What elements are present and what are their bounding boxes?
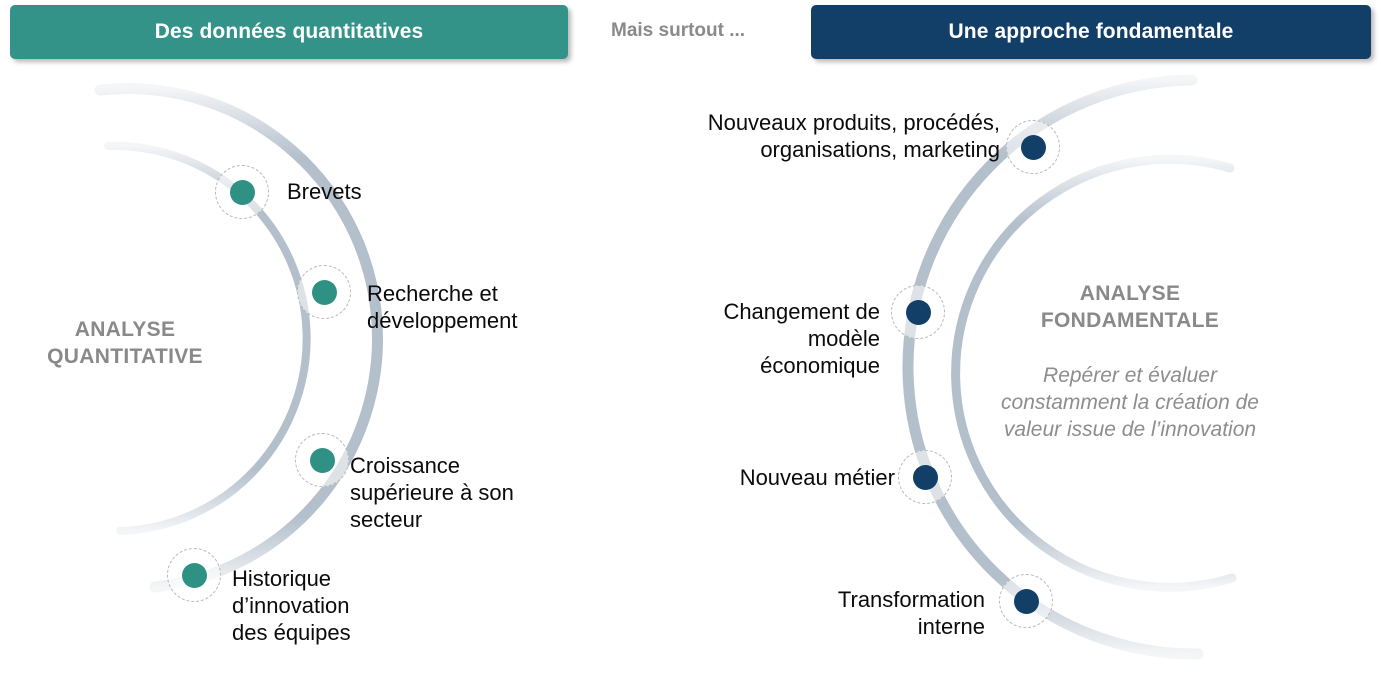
quantitative-node-4-label: Historique d’innovation des équipes: [232, 566, 351, 645]
quantitative-node-1[interactable]: [215, 165, 269, 219]
fundamental-node-1-label: Nouveaux produits, procédés, organisatio…: [707, 110, 1000, 162]
quantitative-center-title: ANALYSE QUANTITATIVE: [47, 318, 203, 368]
quantitative-inner-arc: [104, 141, 311, 535]
diagram-quantitative: ANALYSE QUANTITATIVE Brevets Recherche e…: [0, 68, 600, 678]
fundamental-center-title: ANALYSE FONDAMENTALE: [1040, 282, 1220, 332]
banner-fundamental[interactable]: Une approche fondamentale: [811, 5, 1371, 59]
fundamental-inner-arc: [951, 154, 1237, 592]
fundamental-node-3-label: Nouveau métier: [739, 465, 895, 490]
quantitative-node-1-label: Brevets: [287, 179, 362, 204]
fundamental-node-1[interactable]: [1006, 120, 1060, 174]
fundamental-outer-arc: [902, 74, 1204, 660]
fundamental-node-4[interactable]: [999, 574, 1053, 628]
fundamental-node-3[interactable]: [898, 450, 952, 504]
banner-quantitative-label: Des données quantitatives: [154, 20, 424, 43]
fundamental-arcs: [902, 74, 1237, 660]
fundamental-node-2[interactable]: [891, 285, 945, 339]
quantitative-arcs: [94, 82, 384, 593]
banner-quantitative[interactable]: Des données quantitatives: [10, 5, 568, 59]
connector-label: Mais surtout ...: [611, 20, 746, 41]
quantitative-node-3-label: Croissance supérieure à son secteur: [350, 453, 514, 532]
quantitative-node-3[interactable]: [295, 433, 349, 487]
banner-fundamental-label: Une approche fondamentale: [948, 20, 1234, 43]
diagram-fundamental: ANALYSE FONDAMENTALE Repérer et évaluer …: [620, 68, 1381, 678]
fundamental-node-2-label: Changement de modèle économique: [723, 299, 880, 378]
quantitative-outer-arc: [94, 82, 384, 593]
quantitative-node-2-label: Recherche et développement: [367, 281, 518, 333]
quantitative-node-4[interactable]: [167, 548, 221, 602]
fundamental-node-4-label: Transformation interne: [837, 587, 985, 639]
fundamental-center-subtitle: Repérer et évaluer constamment la créati…: [1001, 364, 1259, 441]
quantitative-node-2[interactable]: [297, 265, 351, 319]
